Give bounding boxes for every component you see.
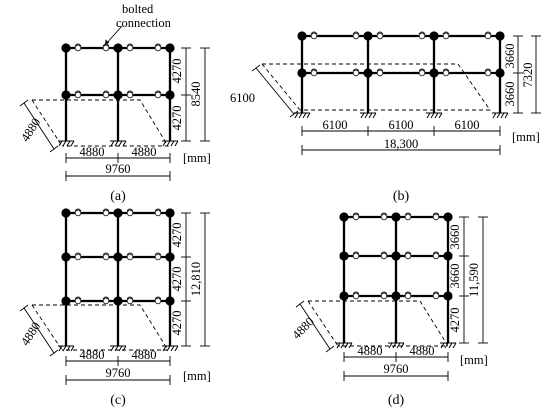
frame-c-bay-width-left: 4880	[80, 348, 105, 362]
frame-d-floor-plane	[307, 300, 449, 347]
frame-b-total-width: 18,300	[384, 137, 418, 151]
frame-b-bay-width-2: 6100	[389, 118, 414, 132]
frame-b-structure	[294, 31, 509, 119]
caption-b: (b)	[393, 189, 410, 204]
frame-b-story-height-lower: 3660	[503, 82, 517, 107]
frame-c-height-dimensions: 4270 4270 4270 12,810	[170, 212, 210, 347]
frame-b-total-height: 7320	[521, 63, 535, 88]
frame-a-bay-width-right: 4880	[132, 145, 157, 159]
bolted-connection-callout: bolted connection	[104, 2, 172, 46]
frame-a-unit: [mm]	[183, 151, 211, 165]
frame-c-depth-dimension: 4880	[18, 304, 59, 357]
frame-d-story-height-bottom: 4270	[448, 308, 462, 333]
frame-c-bolted-connections	[74, 208, 162, 305]
frame-b-bay-width-3: 6100	[455, 118, 480, 132]
frame-c-bay-width-right: 4880	[132, 348, 157, 362]
frame-d-joints	[339, 212, 453, 301]
frame-c-total-width: 9760	[106, 366, 131, 380]
frame-b-joints	[297, 31, 505, 78]
frame-a-floor-plane	[31, 99, 169, 147]
frame-c-depth: 4880	[18, 320, 43, 349]
frame-c-story-height-middle: 4270	[170, 267, 184, 292]
frame-a-total-height: 8540	[189, 82, 203, 107]
frame-d-total-height: 11,590	[467, 263, 481, 297]
frame-b-fixed-supports	[294, 112, 509, 119]
frame-b-floor-plane	[261, 63, 491, 111]
frame-d-total-width: 9760	[384, 362, 409, 376]
panel-c: 4270 4270 4270 12,810 4880 4880 9760 [mm…	[18, 208, 211, 408]
panel-d: 3660 3660 4270 11,590 4880 4880 9760 [mm…	[289, 212, 488, 408]
frame-c-unit: [mm]	[183, 369, 211, 383]
frame-c-total-height: 12,810	[189, 262, 203, 296]
frame-a-story-height-upper: 4270	[170, 59, 184, 84]
frame-a-bolted-connections	[74, 43, 162, 99]
annotation-line-2: connection	[116, 16, 172, 30]
annotation-line-1: bolted	[122, 2, 154, 16]
frame-a-depth: 4880	[18, 116, 43, 145]
frame-c-story-height-bottom: 4270	[170, 311, 184, 336]
frame-a-total-width: 9760	[106, 162, 131, 176]
frame-b-height-dimensions: 3660 3660 7320	[503, 35, 541, 114]
frame-a-joints	[61, 43, 175, 100]
frame-a-fixed-supports	[58, 140, 179, 147]
panel-b: 3660 3660 7320 6100 6100 6100 18,300 [mm…	[230, 31, 541, 204]
frame-c-structure	[58, 208, 179, 352]
frame-b-depth-dimension: 6100	[230, 64, 299, 118]
frame-d-fixed-supports	[336, 342, 457, 349]
frame-c-width-dimensions: 4880 4880 9760 [mm]	[65, 348, 211, 385]
frame-c-fixed-supports	[58, 345, 179, 352]
frame-b-bay-width-1: 6100	[323, 118, 348, 132]
frame-d-depth: 4880	[289, 314, 317, 342]
frame-b-unit: [mm]	[512, 130, 540, 144]
frame-c-floor-plane	[31, 304, 169, 351]
caption-a: (a)	[110, 189, 126, 204]
caption-c: (c)	[110, 393, 126, 408]
frame-d-bay-width-right: 4880	[410, 344, 435, 358]
frame-d-story-height-middle: 3660	[448, 264, 462, 289]
caption-d: (d)	[388, 393, 405, 408]
frame-d-structure	[336, 212, 457, 349]
frame-a-depth-dimension: 4880	[18, 99, 59, 153]
frame-d-depth-dimension: 4880	[289, 300, 335, 353]
frame-b-story-height-upper: 3660	[503, 44, 517, 69]
frame-d-unit: [mm]	[460, 353, 488, 367]
frame-a-structure	[58, 43, 179, 147]
frame-b-depth: 6100	[230, 91, 255, 105]
frame-b-bolted-connections	[310, 31, 492, 77]
frame-b-width-dimensions: 6100 6100 6100 18,300 [mm]	[301, 118, 540, 155]
frame-c-story-height-top: 4270	[170, 223, 184, 248]
frame-a-story-height-lower: 4270	[170, 106, 184, 131]
panel-a: bolted connection 4270 4270 8540 4880 48…	[18, 2, 211, 204]
frame-d-width-dimensions: 4880 4880 9760 [mm]	[343, 344, 488, 381]
frame-c-joints	[61, 208, 175, 306]
frame-d-bolted-connections	[352, 212, 440, 300]
frame-d-height-dimensions: 3660 3660 4270 11,590	[448, 216, 488, 344]
frame-d-bay-width-left: 4880	[358, 344, 383, 358]
frame-a-height-dimensions: 4270 4270 8540	[170, 47, 210, 142]
frame-d-story-height-top: 3660	[448, 225, 462, 250]
frame-a-width-dimensions: 4880 4880 9760 [mm]	[65, 145, 211, 181]
frame-a-bay-width-left: 4880	[80, 145, 105, 159]
